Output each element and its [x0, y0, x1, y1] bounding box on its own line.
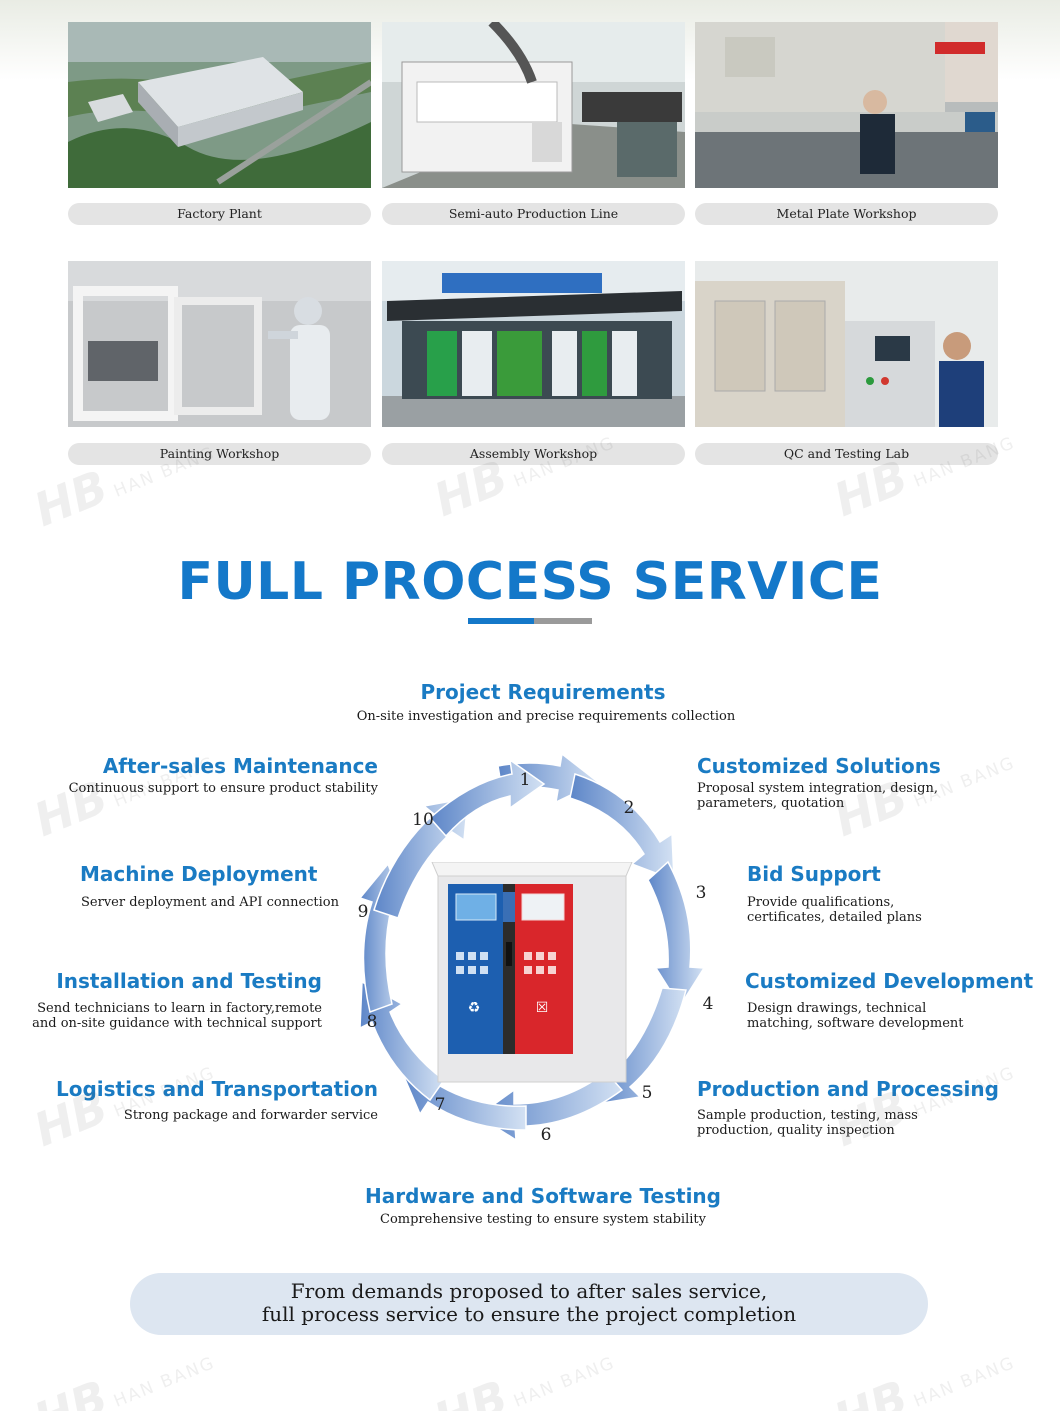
step-3-title: Bid Support	[747, 862, 881, 886]
caption-production-line: Semi-auto Production Line	[382, 203, 685, 225]
step-8-desc: Send technicians to learn in factory,rem…	[32, 1001, 322, 1031]
caption-painting-workshop: Painting Workshop	[68, 443, 371, 465]
cycle-number-7: 7	[434, 1095, 446, 1115]
step-10-title: After-sales Maintenance	[102, 754, 378, 778]
production-line-photo	[382, 22, 685, 188]
step-2-desc: Proposal system integration, design, par…	[697, 781, 938, 811]
step-9-title: Machine Deployment	[80, 862, 318, 886]
process-cycle-diagram	[358, 752, 706, 1142]
brand-watermark-logo: HBHAN BANG	[826, 1352, 1019, 1411]
painting-workshop-photo	[68, 261, 371, 427]
caption-qc-testing-lab: QC and Testing Lab	[695, 443, 998, 465]
qc-testing-lab-photo	[695, 261, 998, 427]
cycle-number-4: 4	[702, 994, 714, 1014]
cycle-number-1: 1	[519, 770, 531, 790]
brand-watermark-logo: HBHAN BANG	[26, 1352, 219, 1411]
step-1-desc: On-site investigation and precise requir…	[356, 709, 736, 724]
cycle-number-8: 8	[366, 1012, 378, 1032]
step-2-title: Customized Solutions	[697, 754, 941, 778]
smart-bin-illustration: ♻ ☒	[431, 862, 633, 1083]
title-underline-gray	[534, 618, 592, 624]
title-underline-blue	[468, 618, 534, 624]
cycle-number-3: 3	[695, 883, 707, 903]
assembly-workshop-photo	[382, 261, 685, 427]
step-6-desc: Comprehensive testing to ensure system s…	[380, 1212, 706, 1227]
svg-text:☒: ☒	[536, 1000, 549, 1016]
brand-watermark-logo: HBHAN BANG	[426, 1352, 619, 1411]
factory-plant-photo	[68, 22, 371, 188]
caption-factory-plant: Factory Plant	[68, 203, 371, 225]
step-5-desc: Sample production, testing, mass product…	[697, 1108, 918, 1138]
cycle-number-9: 9	[357, 902, 369, 922]
summary-banner: From demands proposed to after sales ser…	[130, 1273, 928, 1335]
step-4-title: Customized Development	[745, 969, 1034, 993]
summary-line-2: full process service to ensure the proje…	[261, 1302, 797, 1326]
step-4-desc: Design drawings, technical matching, sof…	[747, 1001, 964, 1031]
step-1-title: Project Requirements	[420, 680, 666, 704]
cycle-number-10: 10	[412, 810, 434, 830]
cycle-number-2: 2	[623, 798, 635, 818]
cycle-number-6: 6	[540, 1125, 552, 1145]
step-7-title: Logistics and Transportation	[55, 1077, 378, 1101]
brand-watermark-logo: HBHAN BANG	[26, 442, 219, 538]
cycle-number-5: 5	[641, 1083, 653, 1103]
step-6-title: Hardware and Software Testing	[365, 1184, 721, 1208]
caption-metal-plate-workshop: Metal Plate Workshop	[695, 203, 998, 225]
step-3-desc: Provide qualifications, certificates, de…	[747, 895, 922, 925]
step-5-title: Production and Processing	[697, 1077, 999, 1101]
step-8-title: Installation and Testing	[56, 969, 322, 993]
step-7-desc: Strong package and forwarder service	[123, 1108, 378, 1123]
step-10-desc: Continuous support to ensure product sta…	[68, 781, 378, 796]
step-9-desc: Server deployment and API connection	[81, 895, 340, 910]
svg-text:♻: ♻	[468, 1000, 481, 1016]
section-title: FULL PROCESS SERVICE	[177, 552, 883, 612]
metal-plate-workshop-photo	[695, 22, 998, 188]
caption-assembly-workshop: Assembly Workshop	[382, 443, 685, 465]
summary-line-1: From demands proposed to after sales ser…	[290, 1279, 768, 1303]
